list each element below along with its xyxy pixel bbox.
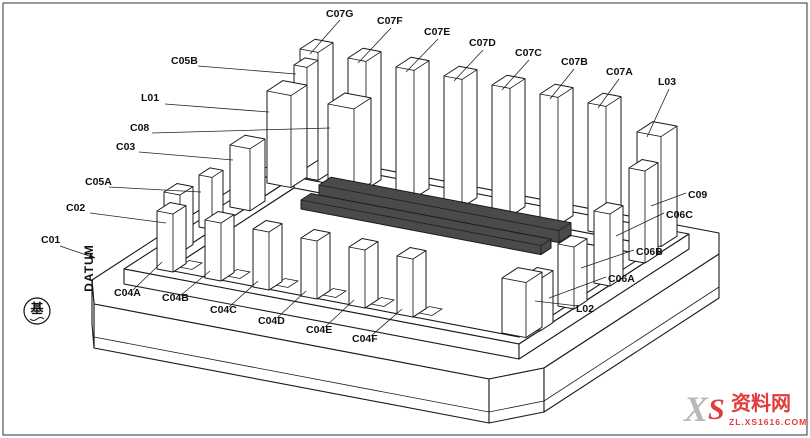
label-c08: C08 — [130, 122, 149, 134]
label-c04c: C04C — [210, 304, 237, 316]
pin-c07e — [395, 56, 430, 199]
watermark: X S 资料网 ZL.XS1616.COM — [683, 389, 807, 429]
guide-rail-lower — [300, 193, 552, 256]
guide-rail-upper — [318, 176, 572, 244]
label-c03: C03 — [116, 141, 135, 153]
leader-c09 — [650, 192, 687, 207]
pin-c04c — [252, 220, 283, 291]
leader-c05a — [108, 186, 202, 193]
pin-c07d — [443, 65, 478, 208]
leader-c03 — [138, 151, 234, 161]
leader-c07f — [357, 27, 392, 64]
label-c02: C02 — [66, 202, 85, 214]
leader-c06c — [615, 212, 665, 237]
pin-c06c — [593, 202, 624, 287]
label-l02: L02 — [576, 303, 594, 315]
label-c04e: C04E — [306, 324, 332, 336]
label-c07a: C07A — [606, 66, 633, 78]
leader-c07e — [405, 38, 439, 73]
stamp-circle — [23, 297, 51, 325]
leader-c07d — [453, 49, 484, 82]
leader-l02 — [534, 300, 579, 307]
label-c07b: C07B — [561, 56, 588, 68]
leader-c04c — [228, 280, 259, 308]
leader-c06b — [580, 249, 635, 269]
leader-c07g — [309, 19, 341, 55]
callout-labels: C07G C07F C07E C07D C07C C07B C07A L03 C… — [41, 8, 707, 345]
leader-c04d — [276, 290, 307, 319]
label-l03: L03 — [658, 76, 676, 88]
pin-c04a — [156, 202, 187, 273]
pin-c04f — [396, 247, 427, 318]
watermark-logo-s-icon: S — [708, 393, 725, 426]
stamp-detail — [29, 317, 45, 321]
watermark-logo-x-icon: X — [683, 389, 709, 429]
label-c05b: C05B — [171, 55, 198, 67]
label-c07d: C07D — [469, 37, 496, 49]
leader-l01 — [164, 103, 270, 113]
label-c04b: C04B — [162, 292, 189, 304]
label-c01: C01 — [41, 234, 60, 246]
stamp-character: 基 — [29, 301, 44, 317]
label-c07e: C07E — [424, 26, 450, 38]
leader-c01-arrow — [59, 245, 96, 259]
leader-c05b — [197, 65, 297, 75]
label-c04a: C04A — [114, 287, 141, 299]
leader-c04e — [324, 299, 355, 328]
pin-c06b — [557, 235, 588, 310]
label-c06c: C06C — [666, 209, 693, 221]
corner-block-l02 — [501, 267, 543, 339]
label-c09: C09 — [688, 189, 707, 201]
label-c07c: C07C — [515, 47, 542, 59]
block-c03 — [229, 134, 266, 212]
label-c06a: C06A — [608, 273, 635, 285]
pin-c04b — [204, 211, 235, 282]
leader-c04f — [370, 308, 403, 337]
leader-c06a — [548, 276, 607, 299]
leader-c07b — [549, 68, 575, 100]
pin-c04e — [348, 238, 379, 309]
ring-right-face — [518, 233, 690, 360]
leader-c08 — [151, 127, 331, 134]
watermark-domain: ZL.XS1616.COM — [729, 417, 807, 427]
pin-c09 — [628, 159, 659, 264]
label-c04f: C04F — [352, 333, 378, 345]
leader-c07c — [501, 59, 530, 91]
pin-c07c — [491, 74, 526, 217]
floor-pockets — [177, 260, 444, 316]
leader-l03 — [646, 88, 670, 138]
leader-c04b — [180, 270, 211, 296]
plate-parting-line — [93, 286, 720, 413]
pin-c04d — [300, 229, 331, 300]
label-l01: L01 — [141, 92, 159, 104]
leader-c07a — [597, 78, 620, 109]
leader-c04a — [132, 261, 163, 291]
label-c07f: C07F — [377, 15, 403, 27]
leader-lines — [59, 19, 687, 337]
label-c04d: C04D — [258, 315, 285, 327]
label-c05a: C05A — [85, 176, 112, 188]
label-c06b: C06B — [636, 246, 663, 258]
pin-c07b — [539, 83, 574, 226]
approval-stamp: 基 — [23, 297, 51, 325]
corner-block-l01 — [266, 80, 308, 189]
label-c07g: C07G — [326, 8, 353, 20]
plate-left-chamfer-face — [91, 279, 95, 349]
leader-c02 — [89, 212, 167, 224]
datum-text: DATUM — [82, 244, 96, 291]
watermark-brand: 资料网 — [731, 391, 791, 415]
